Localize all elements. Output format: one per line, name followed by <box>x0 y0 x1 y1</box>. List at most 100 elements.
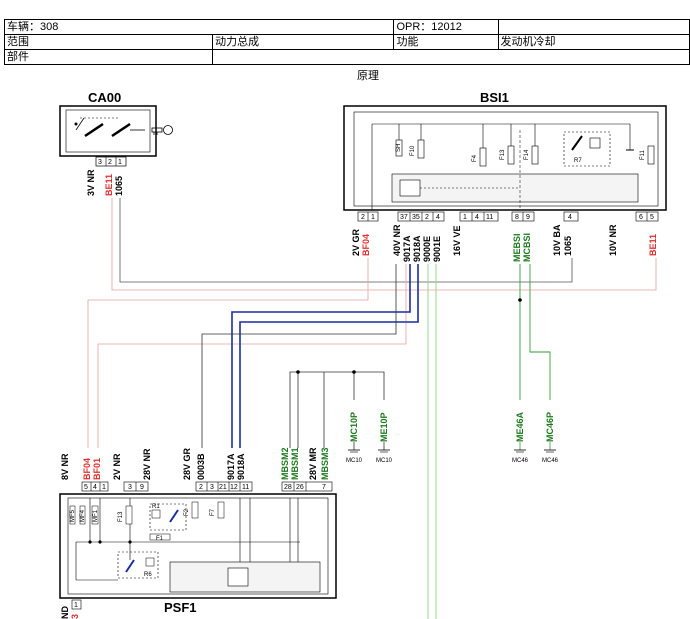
bsi1-pin-b-37: 37 <box>400 214 408 221</box>
psf1-conn-2v-nr: 2V NR <box>112 453 122 480</box>
psf1-pin-26: 26 <box>296 484 304 491</box>
wire-0003b <box>201 264 397 448</box>
psf1-fuse-mf4: MF4 <box>79 505 86 525</box>
psf1-bottom-pin: 1 <box>74 602 78 609</box>
key-icon <box>151 125 173 135</box>
bsi1-pin-c-11: 11 <box>486 214 493 221</box>
ground-mc46p: MC46P <box>545 412 555 442</box>
wire-mcbsi-green <box>529 264 551 400</box>
psf1-conn-8v-nr: 8V NR <box>60 453 70 480</box>
psf1-fuse-mf1: MF1 <box>91 505 99 525</box>
bsi1-wire-mebsi: MEBSI <box>512 233 522 262</box>
psf1-chip-icon <box>227 567 249 587</box>
psf1-bottom-label: ND <box>60 606 70 619</box>
bsi1-connector-e <box>563 211 579 222</box>
bsi1-pin-b-4: 4 <box>436 214 440 221</box>
bsi1-conn-16v-ve: 16V VE <box>452 225 462 256</box>
svg-text:F10: F10 <box>410 145 416 156</box>
ca00-box <box>59 105 157 157</box>
wire-9017a-blue <box>231 264 411 448</box>
wire-bf01-red <box>97 264 407 448</box>
bsi1-wire-be11: BE11 <box>648 234 658 256</box>
bsi1-wire-bf04: BF04 <box>361 234 371 256</box>
psf1-conn-28v-mr: 28V MR <box>308 447 318 480</box>
ground-mc10p: MC10P <box>349 412 359 442</box>
psf1-pin-4: 4 <box>93 484 97 491</box>
psf1-connector-4 <box>281 481 333 492</box>
bsi1-wire-9017a: 9017A <box>402 235 412 262</box>
bsi1-connector-b <box>397 211 445 222</box>
psf1-pin-3b: 3 <box>210 484 214 491</box>
ground-me10p: ME10P <box>379 412 389 442</box>
psf1-title: PSF1 <box>164 600 197 615</box>
bsi1-pin-d-8: 8 <box>515 214 519 221</box>
svg-text:F7: F7 <box>210 508 216 516</box>
scope-value-cell: 动力总成 <box>212 34 395 50</box>
bsi1-wire-9001e: 9001E <box>432 236 442 262</box>
psf1-pin-5: 5 <box>84 484 88 491</box>
svg-text:F2: F2 <box>184 508 190 516</box>
svg-text:F13: F13 <box>500 149 506 160</box>
ca00-wire-be11: BE11 <box>104 174 114 196</box>
bsi1-conn-40v-nr: 40V NR <box>392 224 402 256</box>
psf1-pin-9: 9 <box>140 484 144 491</box>
bsi1-pin-c-1: 1 <box>463 214 467 221</box>
bsi1-pin-a-1: 1 <box>371 214 375 221</box>
bsi1-wire-9018a: 9018A <box>412 235 422 262</box>
svg-text:F4: F4 <box>472 154 478 162</box>
wire-be11-pink <box>111 198 657 291</box>
ca00-pin-1: 1 <box>118 159 122 166</box>
ca00-connector <box>95 156 127 167</box>
junction-dot <box>518 298 522 302</box>
bsi1-title: BSI1 <box>480 90 509 105</box>
diagram-caption: 原理 <box>357 70 379 82</box>
bsi1-wire-9000e: 9000E <box>422 236 432 262</box>
wire-1065-gray <box>119 198 573 283</box>
ca00-pin-2: 2 <box>108 159 112 166</box>
ground-me46a: ME46A <box>515 411 525 442</box>
psf1-wire-bf01: BF01 <box>92 458 102 480</box>
psf1-inner-box <box>67 497 329 595</box>
psf1-wire-9018a: 9018A <box>236 453 246 480</box>
svg-text:F11: F11 <box>640 149 646 160</box>
psf1-fuse-f7: F7 <box>210 501 225 519</box>
bsi1-inner-box <box>353 111 659 207</box>
bsi1-pin-a-2: 2 <box>361 214 365 221</box>
psf1-pin-1: 1 <box>102 484 106 491</box>
psf1-wire-mbsm1: MBSM1 <box>290 447 300 480</box>
bsi1-connector-c <box>459 211 499 222</box>
psf1-bottom-connector <box>71 599 82 610</box>
svg-text:R1: R1 <box>152 504 160 510</box>
psf1-pin-21: 21 <box>219 484 227 491</box>
psf1-pin-12: 12 <box>230 484 238 491</box>
bsi1-conn-2v-gr: 2V GR <box>351 228 361 256</box>
bsi1-pin-e-4: 4 <box>568 214 572 221</box>
ground-symbol-icon <box>378 449 390 453</box>
svg-text:F14: F14 <box>524 149 530 160</box>
ca00-inner-box <box>65 109 151 153</box>
bsi1-pin-c-4: 4 <box>475 214 479 221</box>
psf1-relay-r1: R1 <box>149 503 187 531</box>
part-label-cell: 部件 <box>3 49 214 65</box>
bsi1-pin-b-2: 2 <box>425 214 429 221</box>
junction-dot <box>352 370 356 374</box>
bsi1-fuse-sh: SH <box>395 139 403 157</box>
svg-text:MF4: MF4 <box>80 509 86 522</box>
bsi1-pin-f-6: 6 <box>639 214 643 221</box>
psf1-pin-28: 28 <box>284 484 292 491</box>
psf1-pin-3: 3 <box>128 484 132 491</box>
bsi1-fuse-f11: F11 <box>640 145 655 165</box>
bsi1-wire-mcbsi: MCBSI <box>522 233 532 262</box>
ground-mc10-b: MC10 <box>376 458 393 464</box>
psf1-wire-9017a: 9017A <box>226 453 236 480</box>
psf1-wire-bf04: BF04 <box>82 458 92 480</box>
psf1-pin-7: 7 <box>322 484 326 491</box>
ca00-wire-1065: 1065 <box>114 176 124 196</box>
ground-mc46-a: MC46 <box>512 458 529 464</box>
psf1-conn-28v-gr: 28V GR <box>182 447 192 480</box>
ignition-switch-icon <box>74 117 145 138</box>
psf1-fuse-f1: F1 <box>149 533 171 542</box>
wire-bf04-red <box>87 258 369 448</box>
header-table: 车辆：308 OPR：12012 范围 动力总成 功能 发动机冷却 部件 <box>3 19 690 65</box>
ground-symbol-icon <box>348 449 360 453</box>
